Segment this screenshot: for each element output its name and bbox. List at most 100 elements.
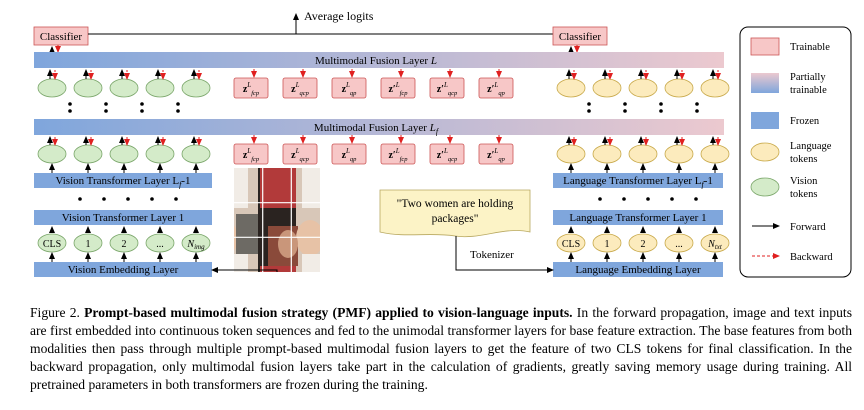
vision-transformer-layer-lf-1 [34,173,212,188]
pmf-diagram: Average logits Classifier Classifier Mul… [33,9,852,278]
svg-text:Partially: Partially [790,72,826,83]
prompt-vector-label: z′Lqp [487,81,505,97]
ellipsis-dot [150,197,154,201]
vision-transformer-layer-1-label: Vision Transformer Layer 1 [62,212,184,224]
ellipsis-dot [659,102,663,106]
language-token [556,78,586,98]
svg-text:Forward: Forward [790,222,826,233]
ellipsis-dot [102,197,106,201]
prompt-vector [282,77,318,99]
prompt-vector-label: z′Lqcp [437,81,458,97]
legend-language-swatch [750,142,780,162]
language-token [664,78,694,98]
figure-caption: Figure 2. Prompt-based multimodal fusion… [30,304,852,394]
vision-token [109,144,139,164]
language-input-token-label: ... [675,239,683,250]
prompt-vector [331,143,367,165]
language-transformer-layer-1-label: Language Transformer Layer 1 [569,212,706,224]
vision-classifier-label: Classifier [40,31,82,43]
language-token [700,78,730,98]
prompt-vector [380,77,416,99]
vision-input-token-label: Nimg [186,239,205,251]
ellipsis-dots-transformer [78,197,698,201]
ellipsis-dot [623,109,627,113]
text-input-line-1: "Two women are holding [397,198,514,210]
ellipsis-dot [646,197,650,201]
language-input-token-label: 2 [641,239,646,250]
prompt-vector-label: z′Lqp [487,147,505,163]
vision-input-token-label: 1 [86,239,91,250]
language-classifier-label: Classifier [559,31,601,43]
ellipsis-dot [587,109,591,113]
language-embedding-layer [553,262,723,277]
language-classifier-box [552,26,608,46]
ellipsis-dot [176,102,180,106]
ellipsis-dot [695,109,699,113]
prompt-vector [233,143,269,165]
caption-body: In the forward propagation, image and te… [30,305,852,392]
ellipsis-dot [104,102,108,106]
prompt-vector-label: z′Lqcp [437,147,458,163]
prompt-vector-label: zLfcp [243,147,260,163]
ellipsis-dot [126,197,130,201]
svg-text:Backward: Backward [790,252,833,263]
svg-text:Vision Transformer Layer Lf-1: Vision Transformer Layer Lf-1 [55,175,190,189]
legend-trainable-swatch [750,37,780,56]
mid-vision-token-row [37,136,211,173]
ellipsis-dot [104,109,108,113]
top-language-token-row [556,69,730,98]
prompt-vector [233,77,269,99]
svg-text:tokens: tokens [790,154,817,165]
ellipsis-dot [78,197,82,201]
prompt-vector [429,77,465,99]
svg-text:Multimodal Fusion Layer Lf: Multimodal Fusion Layer Lf [314,122,440,136]
vision-input-token-label: CLS [43,239,61,250]
svg-text:Language Transformer Layer Lf-: Language Transformer Layer Lf-1 [563,175,713,189]
caption-title: Prompt-based multimodal fusion strategy … [84,305,573,320]
image-to-embedding-arrow [211,267,278,273]
svg-text:Language: Language [790,141,832,152]
vision-classifier-box [33,26,89,46]
vision-embedding-layer-label: Vision Embedding Layer [68,264,179,276]
vision-token [37,144,67,164]
vision-token [73,78,103,98]
ellipsis-dot [68,109,72,113]
language-token [628,144,658,164]
ellipsis-dot [623,102,627,106]
caption-label: Figure 2. [30,305,80,320]
prompt-vector-label: z′Lfcp [388,147,408,163]
prompt-vector-label: zLqcp [291,81,309,97]
prompt-vector [478,77,514,99]
legend-partial-swatch [751,73,779,93]
prompt-vector [380,143,416,165]
prompt-vector [478,143,514,165]
vision-token [181,78,211,98]
ellipsis-dot [140,109,144,113]
prompt-vector-label: z′Lfcp [388,81,408,97]
ellipsis-dots-fusion [68,102,699,113]
ellipsis-dot [695,102,699,106]
average-logits-label: Average logits [304,9,374,23]
ellipsis-dot [587,102,591,106]
vision-token [145,78,175,98]
language-input-token-label: 1 [605,239,610,250]
fusion-layer-top [34,52,724,68]
prompt-vector [429,143,465,165]
prompt-vector-label: zLqp [342,147,358,163]
fusion-layer-first [34,119,724,135]
vision-embedding-layer [34,262,212,277]
svg-text:Vision: Vision [790,176,818,187]
svg-text:trainable: trainable [790,85,827,96]
ellipsis-dot [140,102,144,106]
legend-frozen-swatch [751,112,779,129]
ellipsis-dot [670,197,674,201]
ellipsis-dot [176,109,180,113]
mid-language-token-row [556,136,730,173]
input-image [234,168,320,272]
legend-trainable: Trainable [790,42,830,53]
language-embedding-layer-label: Language Embedding Layer [575,264,701,276]
language-token [664,144,694,164]
prompt-vector [331,77,367,99]
